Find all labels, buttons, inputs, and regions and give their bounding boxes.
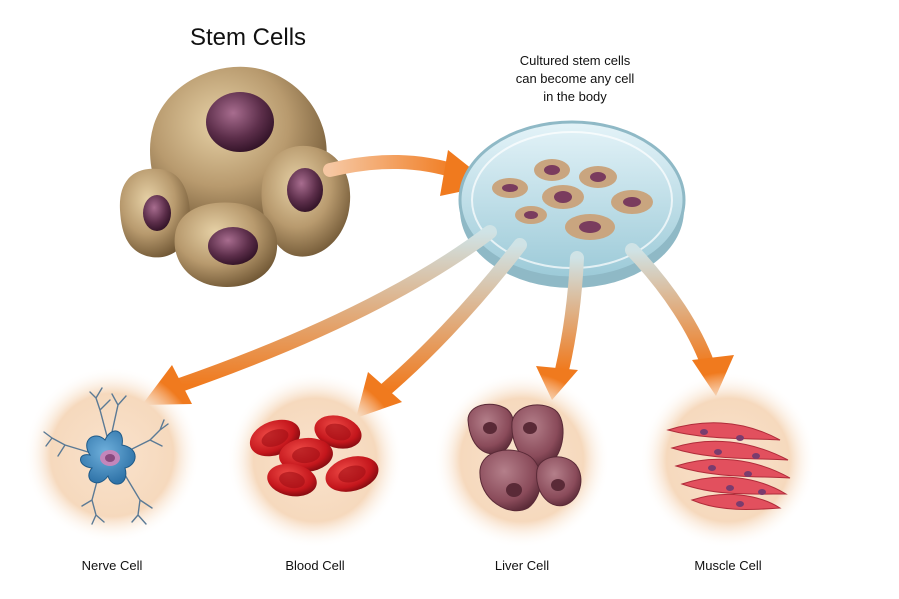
blood-cell-label: Blood Cell [285, 558, 345, 573]
dish-caption: Cultured stem cells can become any cell … [470, 52, 680, 106]
stem-cell-nucleus [208, 227, 258, 265]
stem-cell-nucleus [206, 92, 274, 152]
cultured-cells [492, 159, 653, 240]
dish-caption-line: Cultured stem cells [519, 53, 631, 68]
stem-cells-cluster [119, 66, 351, 287]
dish-caption-line: in the body [543, 89, 607, 104]
muscle-cell-label: Muscle Cell [694, 558, 762, 573]
diagram-title: Stem Cells [190, 24, 307, 51]
liver-cell-label: Liver Cell [494, 558, 550, 573]
blood-cell-icon [249, 415, 379, 497]
stem-cell-nucleus [143, 195, 171, 231]
nerve-cell-label: Nerve Cell [81, 558, 143, 573]
muscle-cell-icon [666, 422, 791, 511]
stem-cell-nucleus [287, 168, 323, 212]
nerve-cell-icon [43, 387, 169, 525]
liver-cell-icon [467, 403, 582, 512]
dish-caption-line: can become any cell [515, 71, 635, 86]
